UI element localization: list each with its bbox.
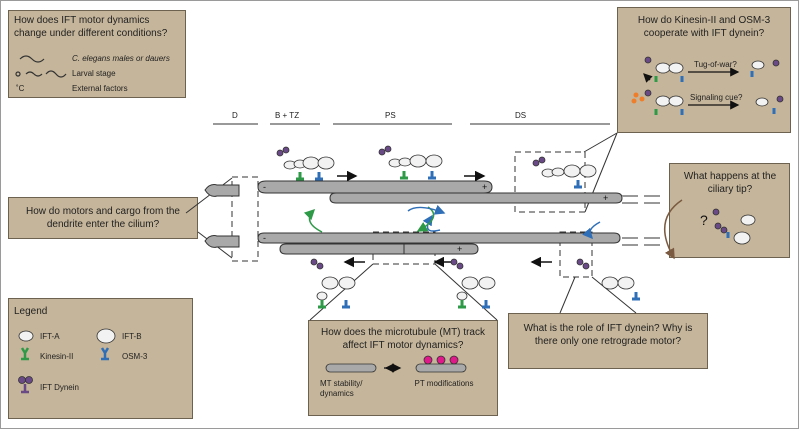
ift-train-top-1 [276,146,335,181]
mt-plus-1: + [482,182,487,192]
dynein-icon-a [18,376,26,384]
signal-label: Signaling cue? [690,93,743,102]
egg-icon [15,71,21,77]
microtubules [257,180,623,255]
dynein-box [508,313,708,369]
celsius-icon: ˚C [16,84,25,93]
legend-kinesin: Kinesin-II [40,352,74,361]
callout-lines [185,132,637,321]
mt-plus-2: + [603,193,608,203]
mt-left-label: MT stability/ dynamics [320,379,363,398]
segment-ps: PS [385,111,396,120]
entry-box [8,197,198,239]
ift-train-top-2 [378,145,443,180]
tug-label: Tug-of-war? [694,60,737,69]
worm-icon-3 [45,70,67,78]
tip-question-mark: ? [700,212,708,228]
segment-ds: DS [515,111,527,120]
tip-dashes [622,195,660,246]
ift-train-bottom-2 [450,258,496,309]
worm-icon-1 [19,55,45,63]
mt-signs: - + - + + [263,182,608,254]
turnaround-arcs [303,199,683,260]
conditions-item-2: Larval stage [72,69,116,78]
conditions-box [8,10,186,98]
tip-box [669,163,790,258]
entry-title: How do motors and cargo from the dendrit… [26,206,180,230]
conditions-item-1: C. elegans males or dauers [72,54,170,63]
worm-icons [15,55,67,78]
kinesin-box [617,7,791,133]
mt-box-cartoon [325,355,467,373]
mt-plus-3: + [457,244,462,254]
dynein-title: What is the role of IFT dynein? Why is t… [523,323,693,347]
kinesin-icon [20,347,30,361]
ift-train-bottom-3 [576,258,640,301]
segment-d: D [232,111,238,120]
mt-title: How does the microtubule (MT) track affe… [321,327,485,351]
ift-b-icon [96,328,116,344]
mt-right-label: PT modifications [414,379,474,388]
ift-a-icon [18,330,34,342]
tip-title: What happens at the ciliary tip? [683,171,777,195]
legend-osm3: OSM-3 [122,352,148,361]
kinesin-box-cartoon [631,56,784,115]
tip-cartoon [712,208,756,245]
dendrites [204,184,240,248]
legend-dynein: IFT Dynein [40,383,79,392]
segment-btz: B + TZ [275,111,300,120]
dynein-icon-b [25,376,33,384]
ift-train-bottom-1 [310,258,356,309]
kinesin-box-arrows [643,67,740,110]
worm-icon-2 [25,71,43,77]
legend-box [8,298,193,419]
mt-minus-1: - [263,182,266,192]
conditions-title: How does IFT motor dynamics change under… [14,15,168,39]
conditions-item-3: External factors [72,84,128,93]
ift-train-top-3 [532,156,597,189]
osm3-icon [100,347,110,361]
legend-title: Legend [14,306,48,317]
mt-minus-2: - [263,233,266,243]
kinesin-title: How do Kinesin-II and OSM-3 cooperate wi… [637,15,771,39]
legend-ifta: IFT-A [40,332,60,341]
legend-iftb: IFT-B [122,332,142,341]
legend-icons [18,328,116,394]
